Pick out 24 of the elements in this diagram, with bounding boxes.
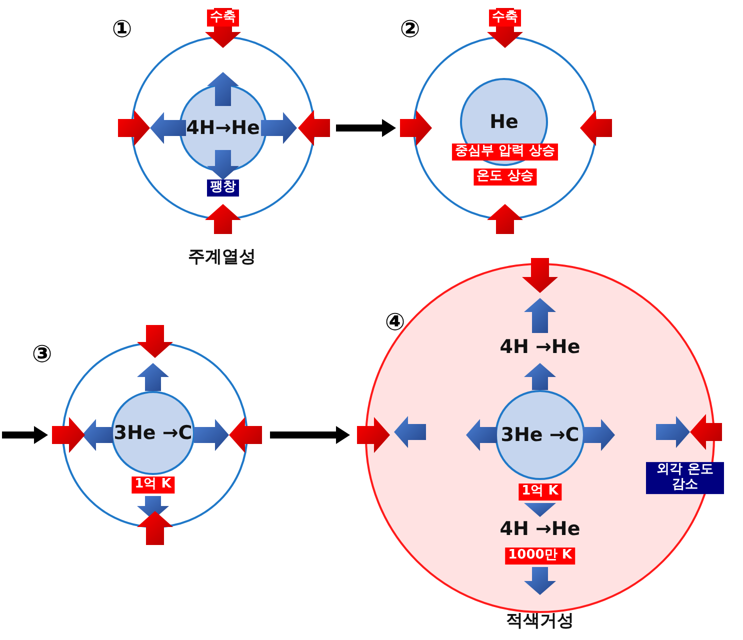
value-tag: 1억 K [132, 476, 174, 494]
value-tag: 수축 [207, 10, 239, 26]
stage-arrow [336, 119, 396, 137]
value-tag: 수축 [489, 10, 521, 26]
step-number: ② [400, 16, 420, 44]
reaction-text: 3He →C [114, 422, 192, 444]
step-number: ④ [384, 309, 406, 337]
value-tag: 중심부 압력 상승 [452, 144, 558, 160]
reaction-text: 4H→He [186, 117, 260, 139]
value-tag: 1000만 K [505, 548, 575, 564]
step-number: ③ [32, 341, 52, 369]
stage-arrow [270, 426, 350, 444]
note-tag: 팽창 [207, 180, 239, 196]
step-number: ① [112, 16, 132, 44]
stage-caption: 주계열성 [188, 248, 256, 268]
reaction-text: 4H →He [500, 519, 580, 541]
reaction-text: 3He →C [500, 424, 580, 446]
stage-caption: 적색거성 [506, 612, 574, 632]
value-tag: 1억 K [518, 484, 562, 500]
value-tag: 온도 상승 [474, 168, 536, 186]
reaction-text: 4H →He [500, 337, 580, 359]
note-tag: 외각 온도 감소 [646, 462, 724, 494]
stage-arrow [2, 426, 48, 444]
reaction-text: He [490, 111, 518, 133]
